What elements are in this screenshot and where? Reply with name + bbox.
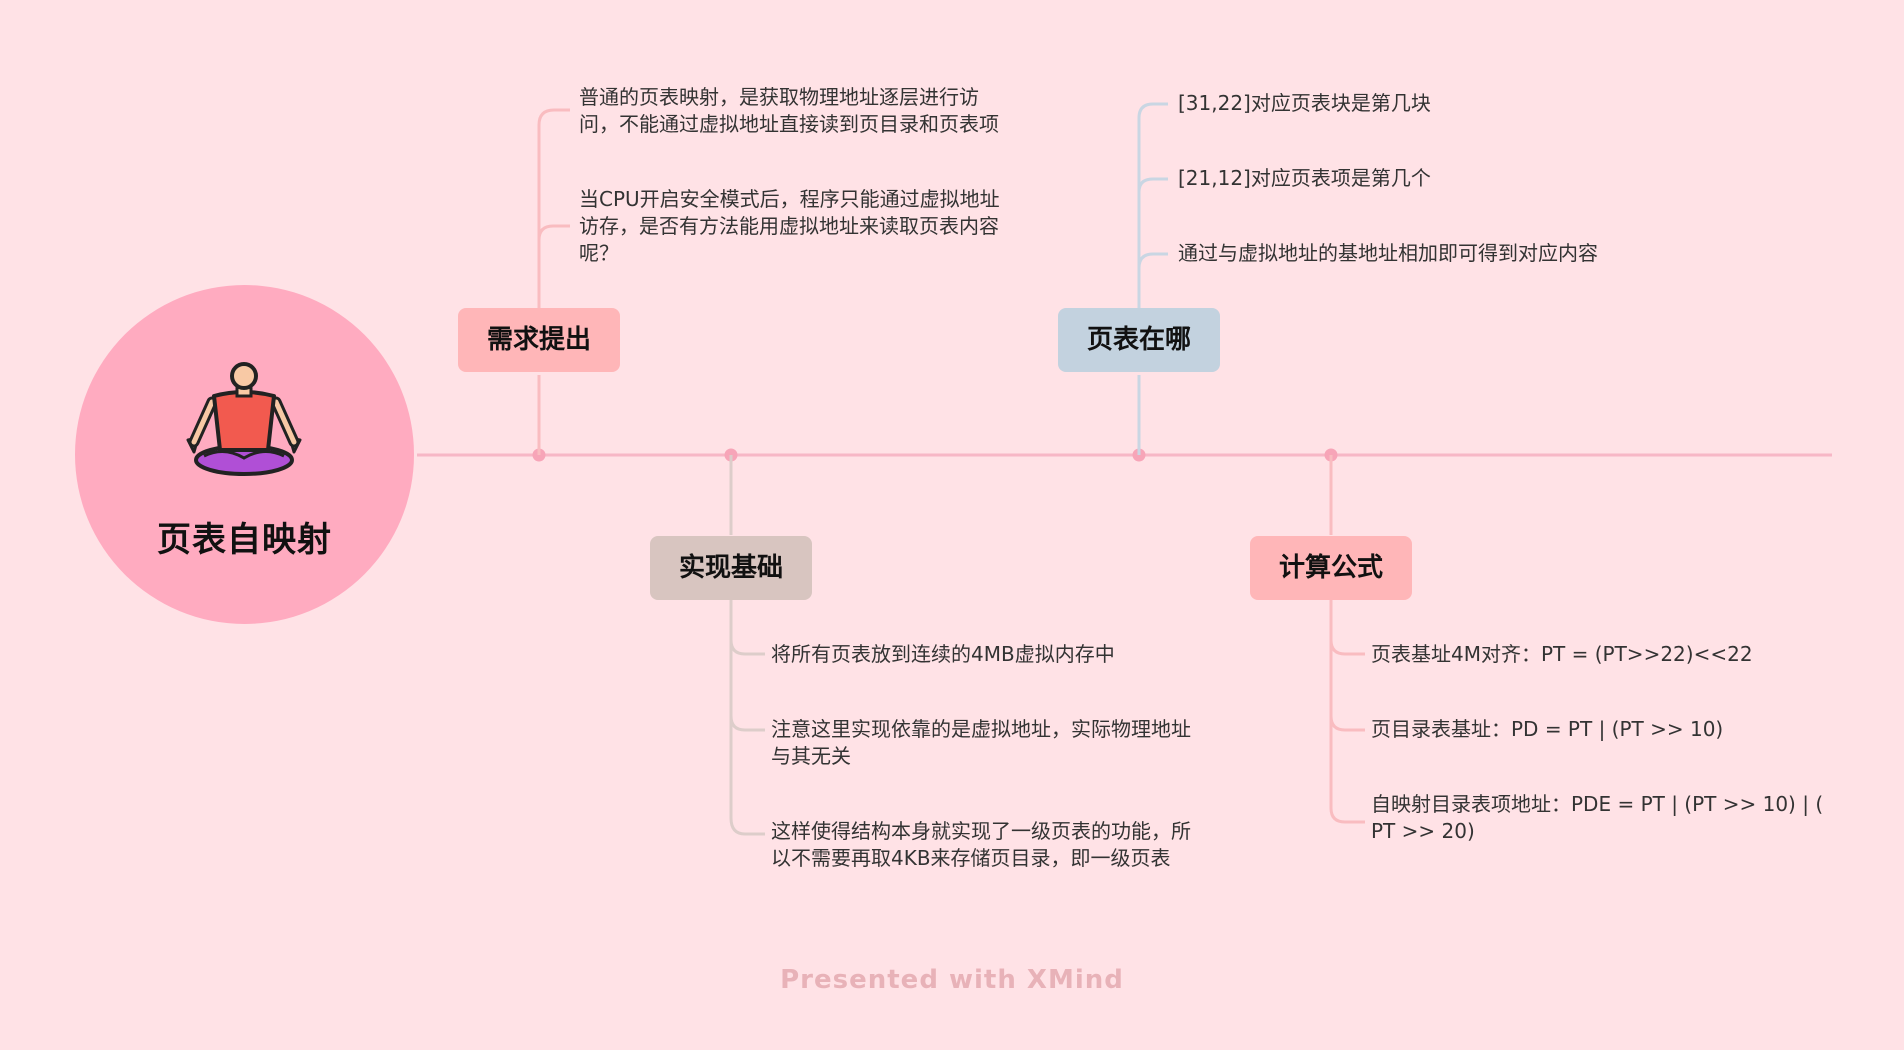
need-item-2[interactable]: 当CPU开启安全模式后，程序只能通过虚拟地址 访存，是否有方法能用虚拟地址来读取… — [579, 186, 1000, 267]
basis-item-3-line-2: 以不需要再取4KB来存储页目录，即一级页表 — [771, 846, 1171, 870]
formula-item-3-line-2: PT >> 20) — [1371, 819, 1475, 843]
basis-item-2[interactable]: 注意这里实现依靠的是虚拟地址，实际物理地址 与其无关 — [771, 716, 1191, 770]
where-connectors — [1137, 102, 1168, 455]
need-item-2-line-1: 当CPU开启安全模式后，程序只能通过虚拟地址 — [579, 187, 1000, 211]
need-item-1-line-2: 问，不能通过虚拟地址直接读到页目录和页表项 — [579, 112, 999, 136]
where-item-3[interactable]: 通过与虚拟地址的基地址相加即可得到对应内容 — [1178, 240, 1598, 267]
need-item-1[interactable]: 普通的页表映射，是获取物理地址逐层进行访 问，不能通过虚拟地址直接读到页目录和页… — [579, 84, 999, 138]
need-item-2-line-2: 访存，是否有方法能用虚拟地址来读取页表内容 — [579, 214, 999, 238]
topic-where[interactable]: 页表在哪 — [1058, 308, 1220, 372]
topic-need[interactable]: 需求提出 — [458, 308, 620, 372]
topic-basis[interactable]: 实现基础 — [650, 536, 812, 600]
basis-item-1[interactable]: 将所有页表放到连续的4MB虚拟内存中 — [771, 641, 1115, 668]
central-topic-title: 页表自映射 — [157, 520, 332, 560]
basis-connectors — [729, 455, 765, 836]
topic-formula[interactable]: 计算公式 — [1250, 536, 1412, 600]
basis-item-2-line-1: 注意这里实现依靠的是虚拟地址，实际物理地址 — [771, 717, 1191, 741]
formula-connectors — [1329, 455, 1365, 824]
where-item-1[interactable]: [31,22]对应页表块是第几块 — [1178, 90, 1431, 117]
formula-item-3[interactable]: 自映射目录表项地址：PDE = PT | (PT >> 10) | ( PT >… — [1371, 791, 1823, 845]
where-item-1-line-1: [31,22]对应页表块是第几块 — [1178, 91, 1431, 115]
formula-item-2-line-1: 页目录表基址：PD = PT | (PT >> 10) — [1371, 717, 1724, 741]
need-item-1-line-1: 普通的页表映射，是获取物理地址逐层进行访 — [579, 85, 979, 109]
where-item-2-line-1: [21,12]对应页表项是第几个 — [1178, 166, 1431, 190]
need-connectors — [537, 108, 570, 455]
basis-item-1-line-1: 将所有页表放到连续的4MB虚拟内存中 — [771, 642, 1115, 666]
formula-item-1[interactable]: 页表基址4M对齐：PT = (PT>>22)<<22 — [1371, 641, 1753, 668]
formula-item-1-line-1: 页表基址4M对齐：PT = (PT>>22)<<22 — [1371, 642, 1753, 666]
formula-item-3-line-1: 自映射目录表项地址：PDE = PT | (PT >> 10) | ( — [1371, 792, 1824, 816]
where-item-2[interactable]: [21,12]对应页表项是第几个 — [1178, 165, 1431, 192]
basis-item-2-line-2: 与其无关 — [771, 744, 851, 768]
basis-item-3-line-1: 这样使得结构本身就实现了一级页表的功能，所 — [771, 819, 1191, 843]
person-meditating-icon — [186, 362, 302, 476]
presented-with-xmind-watermark: Presented with XMind — [780, 965, 1124, 995]
need-item-2-line-3: 呢？ — [579, 241, 619, 265]
where-item-3-line-1: 通过与虚拟地址的基地址相加即可得到对应内容 — [1178, 241, 1598, 265]
basis-item-3[interactable]: 这样使得结构本身就实现了一级页表的功能，所 以不需要再取4KB来存储页目录，即一… — [771, 818, 1191, 872]
formula-item-2[interactable]: 页目录表基址：PD = PT | (PT >> 10) — [1371, 716, 1723, 743]
